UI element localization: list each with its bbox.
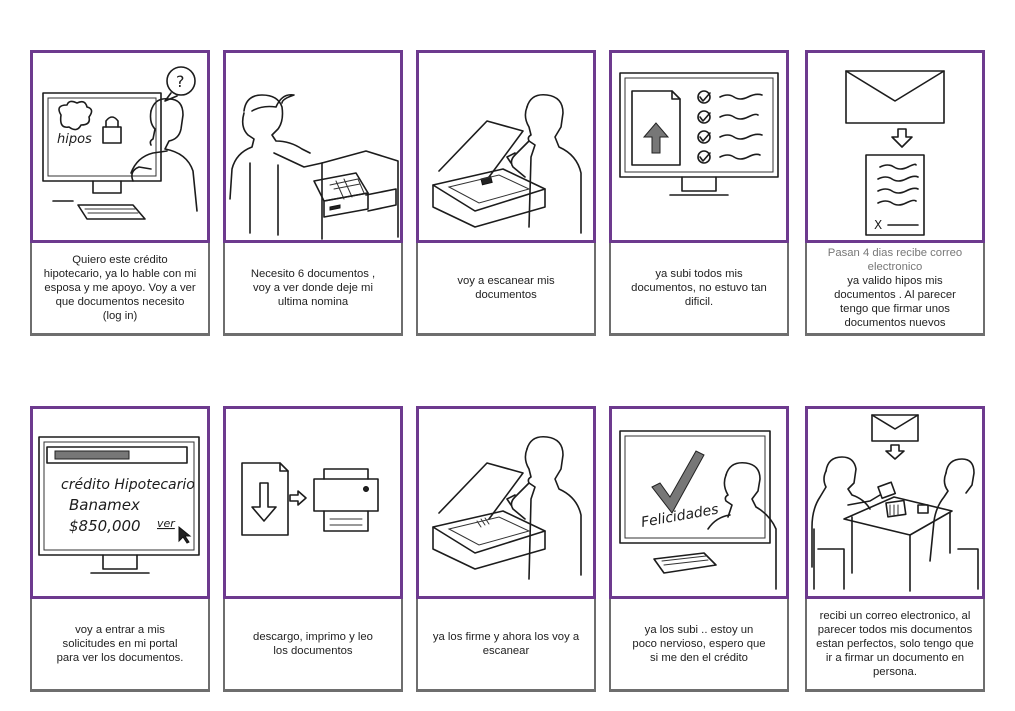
sketch-searching-drawer [223, 50, 403, 243]
credit-heading-text: crédito Hipotecario [61, 477, 195, 493]
ver-link-text: ver [157, 517, 176, 530]
caption-pre: Pasan 4 dias recibe correo electronico [827, 247, 963, 273]
sketch-scanning-signed [416, 406, 596, 599]
sketch-upload-complete [609, 50, 789, 243]
storyboard-panel-7: descargo, imprimo y leo los documentos [223, 406, 403, 692]
storyboard-panel-8: ya los firme y ahora los voy a escanear [416, 406, 596, 692]
bank-name-text: Banamex [69, 496, 140, 514]
caption: Pasan 4 dias recibe correo electronico y… [805, 243, 985, 336]
storyboard-panel-2: Necesito 6 documentos , voy a ver donde … [223, 50, 403, 336]
hipos-sketch-text: hipos [57, 132, 92, 147]
caption: Quiero este crédito hipotecario, ya lo h… [30, 243, 210, 336]
sketch-scanning [416, 50, 596, 243]
caption: Necesito 6 documentos , voy a ver donde … [223, 243, 403, 336]
storyboard-panel-4: ya subi todos mis documentos, no estuvo … [609, 50, 789, 336]
sketch-login: hipos ? [30, 50, 210, 243]
sketch-download-print [223, 406, 403, 599]
question-mark-text: ? [176, 72, 185, 91]
storyboard-panel-5: X Pasan 4 dias recibe correo electronico… [805, 50, 985, 336]
caption: ya los subi .. estoy un poco nervioso, e… [609, 599, 789, 692]
storyboard-panel-9: Felicidades ya los subi .. estoy un poco… [609, 406, 789, 692]
sketch-portal: crédito Hipotecario Banamex $850,000 ver [30, 406, 210, 599]
caption: descargo, imprimo y leo los documentos [223, 599, 403, 692]
caption: voy a entrar a mis solicitudes en mi por… [30, 599, 210, 692]
sketch-meeting [805, 406, 985, 599]
sketch-congratulations: Felicidades [609, 406, 789, 599]
signature-x-text: X [874, 218, 882, 232]
caption: ya los firme y ahora los voy a escanear [416, 599, 596, 692]
caption: voy a escanear mis documentos [416, 243, 596, 336]
felicidades-text: Felicidades [640, 502, 720, 531]
caption: recibi un correo electronico, al parecer… [805, 599, 985, 692]
storyboard-panel-10: recibi un correo electronico, al parecer… [805, 406, 985, 692]
caption: ya subi todos mis documentos, no estuvo … [609, 243, 789, 336]
storyboard-panel-6: crédito Hipotecario Banamex $850,000 ver… [30, 406, 210, 692]
amount-text: $850,000 [69, 517, 141, 535]
storyboard-panel-1: hipos ? Quiero este crédito hipotecario,… [30, 50, 210, 336]
sketch-email-validation: X [805, 50, 985, 243]
storyboard-panel-3: voy a escanear mis documentos [416, 50, 596, 336]
